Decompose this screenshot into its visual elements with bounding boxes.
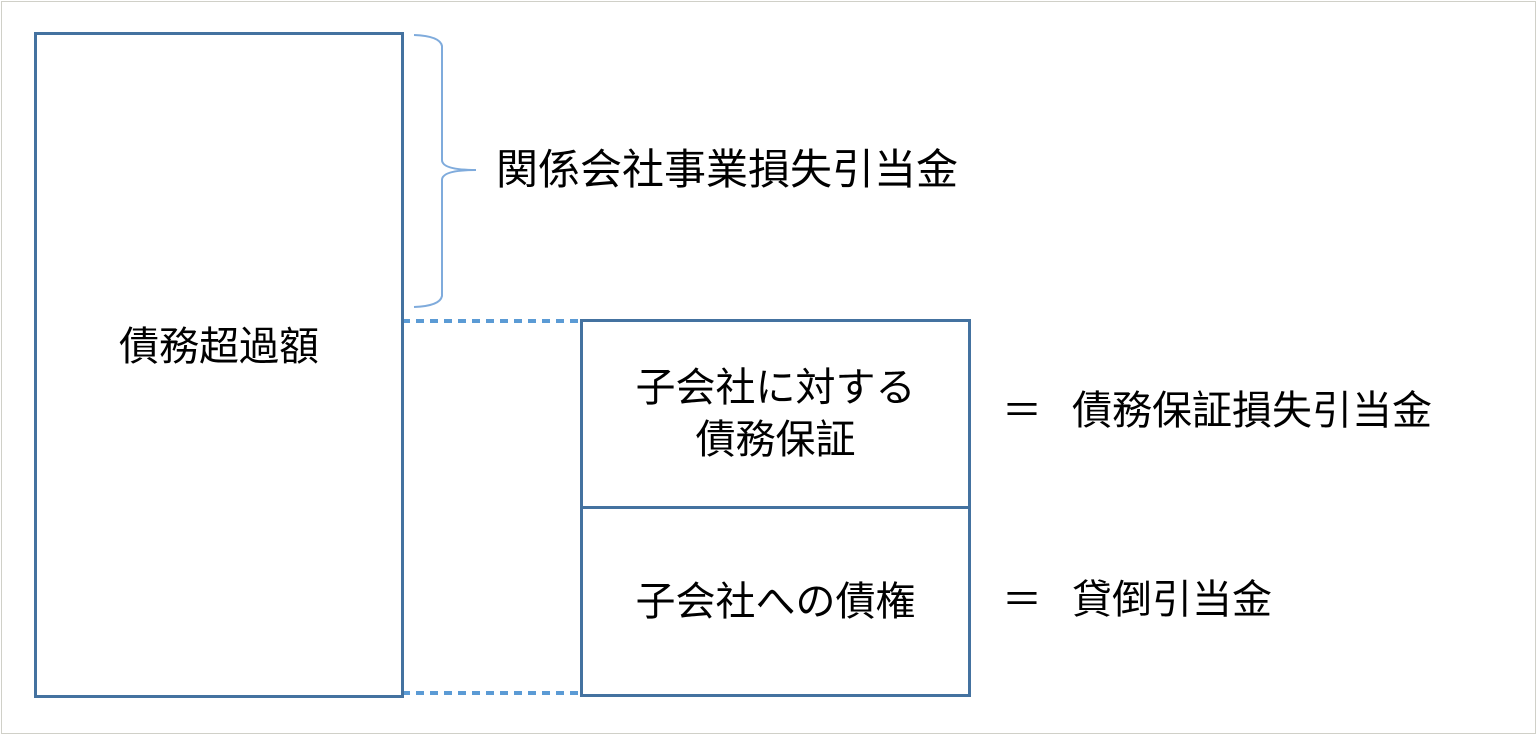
brace	[413, 34, 477, 308]
receivable-label: 子会社への債権	[635, 578, 916, 625]
equals-sign-2: ＝	[1002, 577, 1042, 623]
excess-liabilities-box: 債務超過額	[34, 32, 404, 698]
guarantee-box: 子会社に対する 債務保証	[580, 319, 971, 509]
guarantee-line2: 債務保証	[695, 417, 856, 463]
bad-debt-reserve-label: 貸倒引当金	[1072, 577, 1272, 623]
affiliate-loss-reserve-label: 関係会社事業損失引当金	[496, 145, 959, 194]
excess-liabilities-label: 債務超過額	[119, 324, 319, 370]
receivable-box: 子会社への債権	[580, 506, 971, 697]
equals-sign-1: ＝	[1002, 388, 1042, 434]
guarantee-line1: 子会社に対する	[635, 365, 916, 411]
guarantee-reserve-label: 債務保証損失引当金	[1072, 388, 1432, 434]
